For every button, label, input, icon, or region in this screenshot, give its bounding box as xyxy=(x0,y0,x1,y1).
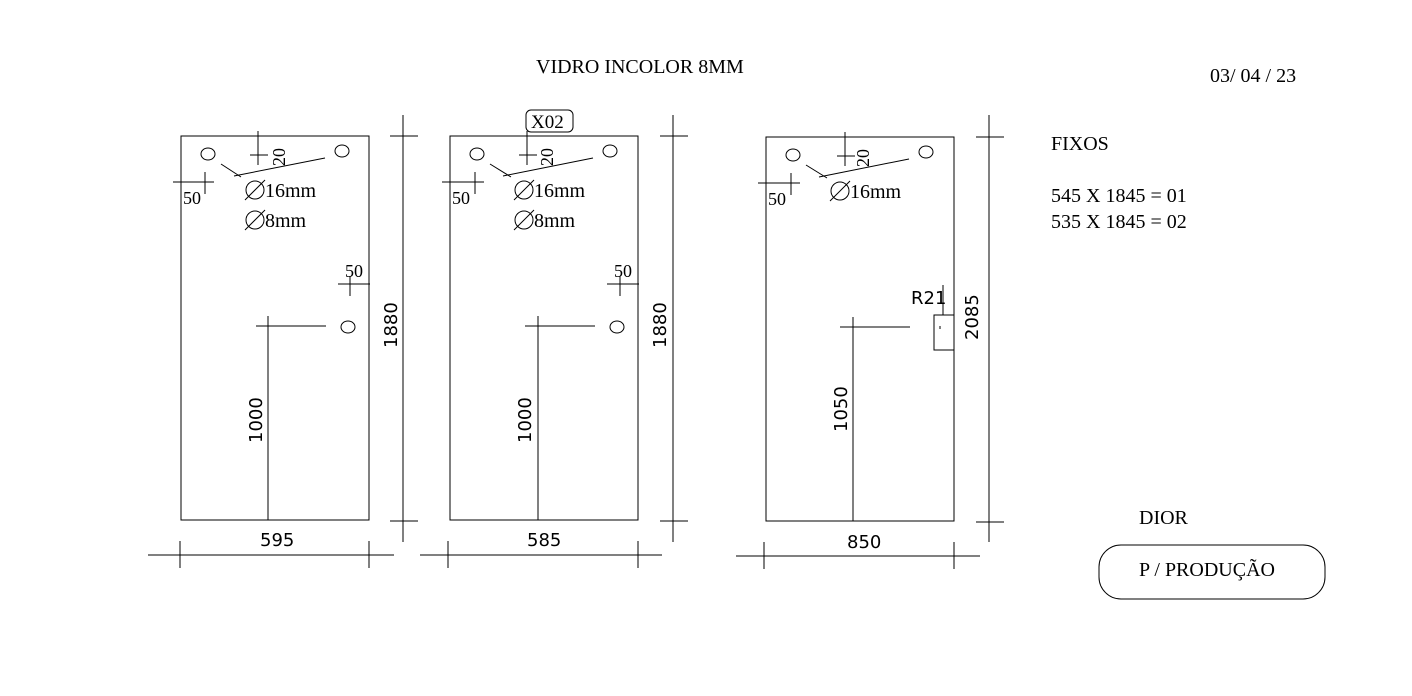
panel-3-handle-height: 1050 xyxy=(831,386,852,432)
glass-panel-3: 20 50 16mm R21 1050 2085 850 xyxy=(736,115,1004,569)
diameter-icon xyxy=(244,179,266,201)
panel-2-hole-diameter-2: 8mm xyxy=(534,210,576,232)
panel-2-hole-top-left xyxy=(469,147,485,161)
panel-2-tag: X02 xyxy=(531,112,564,133)
panel-1-top-offset: 20 xyxy=(269,148,289,166)
panel-2-side-offset: 50 xyxy=(452,188,470,208)
notes-heading: FIXOS xyxy=(1051,133,1109,155)
panel-1-handle-height: 1000 xyxy=(246,397,267,443)
panel-2-tag-box xyxy=(525,109,574,133)
panel-3-width: 850 xyxy=(847,532,881,553)
stamp-box xyxy=(1098,544,1326,600)
panel-1-width: 595 xyxy=(260,530,294,551)
glass-panel-1: 20 50 16mm 8mm 50 1000 1880 595 xyxy=(148,115,418,568)
drawing-date: 03/ 04 / 23 xyxy=(1210,65,1296,87)
diameter-icon xyxy=(244,209,266,231)
panel-2-right-offset: 50 xyxy=(614,261,632,281)
panel-2-hole-diameter-1: 16mm xyxy=(534,180,586,202)
panel-2-width: 585 xyxy=(527,530,561,551)
panel-3-side-offset: 50 xyxy=(768,189,786,209)
panel-3-radius: R21 xyxy=(911,288,946,309)
panel-3-top-offset: 20 xyxy=(853,149,873,167)
panel-2-handle-height: 1000 xyxy=(515,397,536,443)
panel-3-height: 2085 xyxy=(962,294,983,340)
panel-3-hole-top-left xyxy=(785,148,801,162)
panel-1-hole-handle xyxy=(340,320,356,334)
panel-1-side-offset: 50 xyxy=(183,188,201,208)
panel-3-hole-top-right xyxy=(918,145,934,159)
client-name: DIOR xyxy=(1139,507,1189,529)
diameter-icon xyxy=(829,180,851,202)
diameter-icon xyxy=(513,179,535,201)
panel-1-hole-top-right xyxy=(334,144,350,158)
panel-2-top-offset: 20 xyxy=(537,148,557,166)
panel-1-hole-diameter-2: 8mm xyxy=(265,210,307,232)
panel-1-right-offset: 50 xyxy=(345,261,363,281)
diameter-icon xyxy=(513,209,535,231)
panel-1-height: 1880 xyxy=(381,302,402,348)
notes-line-2: 535 X 1845 = 02 xyxy=(1051,211,1187,233)
panel-2-hole-top-right xyxy=(602,144,618,158)
panel-3-hole-diameter-1: 16mm xyxy=(850,181,902,203)
glass-panel-2: X02 20 50 16mm 8mm 50 1000 1880 585 xyxy=(420,109,688,568)
notes-block: FIXOS 545 X 1845 = 01 535 X 1845 = 02 xyxy=(1051,133,1187,233)
panel-1-outline xyxy=(180,135,370,521)
panel-3-handle-cutout xyxy=(933,314,955,351)
notes-line-1: 545 X 1845 = 01 xyxy=(1051,185,1187,207)
panel-2-height: 1880 xyxy=(650,302,671,348)
panel-2-hole-handle xyxy=(609,320,625,334)
panel-1-hole-diameter-1: 16mm xyxy=(265,180,317,202)
drawing-title: VIDRO INCOLOR 8MM xyxy=(536,56,744,78)
panel-2-outline xyxy=(449,135,639,521)
panel-1-hole-top-left xyxy=(200,147,216,161)
production-stamp: P / PRODUÇÃO xyxy=(1139,557,1275,581)
